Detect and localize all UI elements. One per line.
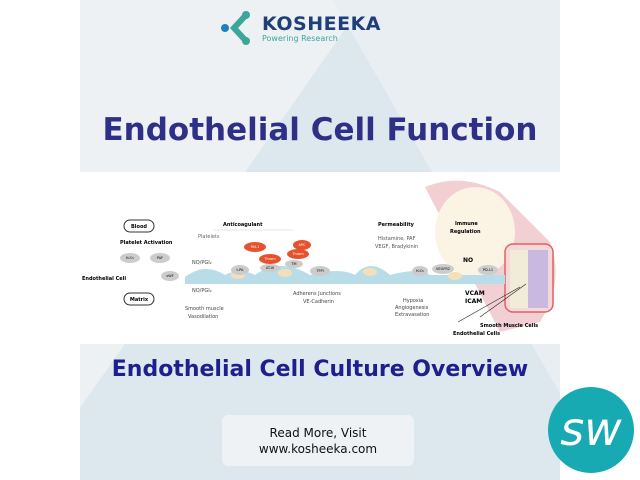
regulation-label: Regulation xyxy=(450,229,481,235)
pdl1-tag: PD-L1 xyxy=(483,268,493,272)
endothelial-cell-label: Endothelial Cell xyxy=(82,276,126,282)
page-title: Endothelial Cell Function xyxy=(102,112,538,148)
vcam-label: VCAM xyxy=(465,290,485,297)
endothelial-cells-label: Endothelial Cells xyxy=(453,331,500,337)
brand-tagline: Powering Research xyxy=(262,33,338,43)
h2o2-tag-2: H₂O₂ xyxy=(416,269,425,273)
angiogenesis-label: Angiogenesis xyxy=(395,305,429,311)
ve-cadherin-label: VE-Cadherin xyxy=(303,299,334,305)
blood-vessel-illustration xyxy=(425,180,556,332)
read-more-link[interactable]: Read More, Visit www.kosheeka.com xyxy=(222,415,414,466)
cta-url[interactable]: www.kosheeka.com xyxy=(258,442,378,456)
blood-badge xyxy=(123,219,155,233)
thrombin-tag: Throm xyxy=(263,257,276,261)
anticoagulant-label: Anticoagulant xyxy=(223,222,263,228)
permeability-label: Permeability xyxy=(378,222,415,228)
endothelial-diagram: Blood Matrix Endothelial Cell Platelet A… xyxy=(80,172,560,344)
cta-line1: Read More, Visit xyxy=(269,426,367,440)
subtitle: Endothelial Cell Culture Overview xyxy=(111,357,529,382)
paf-tag: PAF xyxy=(157,256,163,260)
at3-tag: AT-III xyxy=(266,266,274,270)
apc-tag: APC xyxy=(299,243,307,247)
adherens-label: Adherens Junctions xyxy=(293,291,341,297)
icam-label: ICAM xyxy=(465,298,482,305)
no-label: NO xyxy=(463,257,473,264)
blood-label: Blood xyxy=(131,224,147,230)
no-pgi-bottom: NO/PGI₂ xyxy=(192,288,212,294)
histamine-label: Histamine, PAF xyxy=(378,236,416,242)
kosheeka-logo: KOSHEEKA Powering Research xyxy=(220,10,381,46)
sw-watermark-logo: sw xyxy=(548,387,634,473)
vasodilation-label: Vasodilation xyxy=(188,314,218,320)
tm-tag: TM xyxy=(290,262,296,266)
matrix-label: Matrix xyxy=(130,297,149,303)
matrix-badge xyxy=(123,292,155,306)
molecule-icon xyxy=(221,11,250,45)
extravasation-label: Extravasation xyxy=(395,312,429,318)
smooth-muscle-cells-label: Smooth Muscle Cells xyxy=(480,323,538,329)
vwf-tag: vWF xyxy=(166,274,174,278)
banner: KOSHEEKA Powering Research Endothelial C… xyxy=(80,0,560,480)
vegfr2-tag: VEGFR2 xyxy=(436,267,450,271)
brand-name: KOSHEEKA xyxy=(262,12,381,35)
smooth-muscle-label: Smooth muscle xyxy=(185,306,224,312)
platelet-activation-label: Platelet Activation xyxy=(120,240,173,246)
h2o2-tag: H₂O₂ xyxy=(126,256,135,260)
hypoxia-label: Hypoxia xyxy=(403,298,423,304)
platelets-label: Platelets xyxy=(198,234,220,240)
tfpi-tag: TFPI xyxy=(315,269,323,273)
tpa-tag: t-PA xyxy=(237,268,245,272)
no-pgi-top: NO/PGI₂ xyxy=(192,260,212,266)
vegf-label: VEGF, Bradykinin xyxy=(375,244,418,250)
thrombin-tag-2: Throm xyxy=(291,252,304,256)
immune-label: Immune xyxy=(455,221,478,227)
pai-tag: PAI-1 xyxy=(251,245,260,249)
